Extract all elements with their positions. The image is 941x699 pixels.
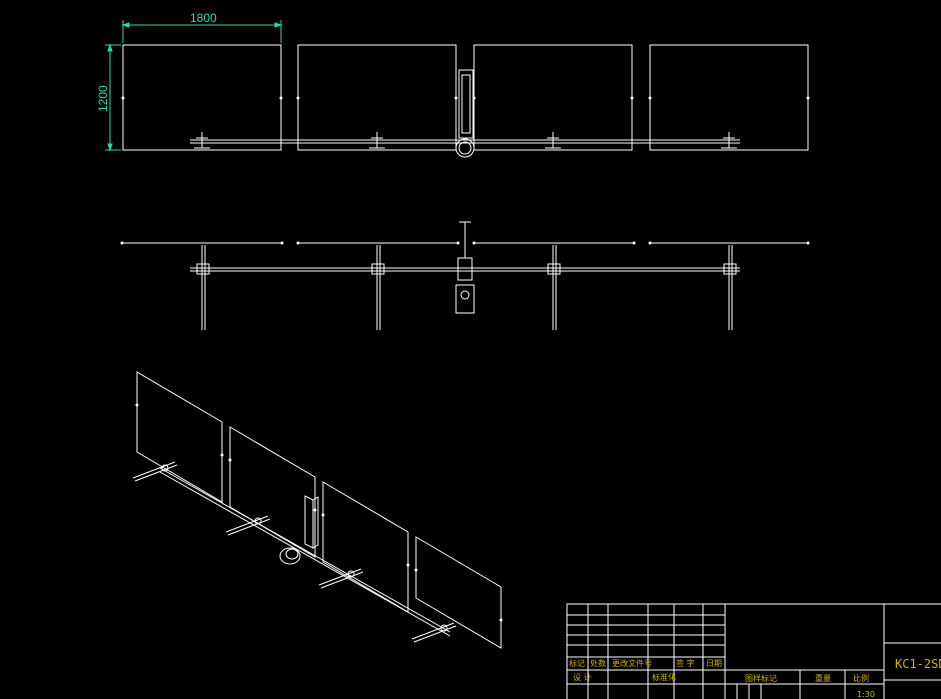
drive-motor-top bbox=[455, 284, 475, 314]
iso-arms bbox=[132, 461, 457, 643]
iso-panel-2 bbox=[229, 426, 316, 558]
title-block bbox=[566, 603, 941, 699]
iso-motor bbox=[279, 547, 301, 565]
front-view bbox=[121, 44, 810, 158]
iso-panel-3 bbox=[322, 481, 409, 613]
front-supports bbox=[194, 132, 737, 149]
tb-header-count: 处数 bbox=[590, 658, 606, 668]
tb-header-change-doc: 更改文件号 bbox=[612, 658, 652, 668]
dimension-height-label: 1200 bbox=[96, 85, 110, 112]
isometric-view bbox=[132, 371, 503, 649]
tb-design-label: 设 计 bbox=[573, 672, 592, 682]
iso-panel-4 bbox=[415, 536, 502, 649]
tb-header-date: 日期 bbox=[706, 659, 722, 668]
tb-standardize-label: 标准化 bbox=[652, 672, 676, 682]
tb-header-sign: 签 字 bbox=[676, 658, 695, 668]
tb-header-mark: 标记 bbox=[569, 658, 585, 668]
tb-weight-label: 重量 bbox=[815, 673, 831, 683]
dimension-width-label: 1800 bbox=[190, 11, 217, 25]
motor-circle bbox=[455, 138, 475, 158]
tb-scale-label: 比例 bbox=[853, 673, 869, 683]
tb-drawing-number: KC1-2SD800 bbox=[895, 657, 941, 671]
dimension-height bbox=[105, 43, 121, 152]
iso-panel-1 bbox=[136, 371, 223, 503]
tb-scale-value: 1:30 bbox=[857, 690, 875, 699]
top-arms bbox=[196, 245, 737, 330]
dimension-width bbox=[121, 20, 283, 43]
tb-stage-label: 图样标记 bbox=[745, 673, 777, 683]
gearbox-column bbox=[458, 69, 474, 139]
top-view bbox=[120, 221, 810, 330]
